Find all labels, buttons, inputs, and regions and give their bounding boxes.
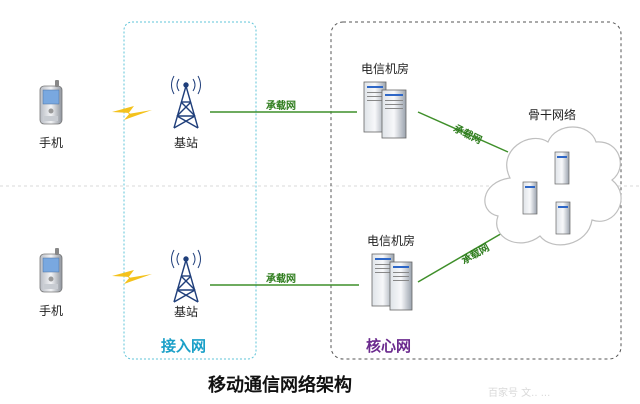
backbone-server-icon-2	[522, 181, 538, 215]
backbone-server-icon-1	[554, 151, 570, 185]
cloud-icon	[484, 126, 622, 246]
base-station-label-top: 基站	[174, 136, 199, 150]
diagram-title: 移动通信网络架构	[208, 375, 352, 396]
wireless-bolt-bottom	[112, 270, 152, 284]
watermark-text: 百家号 文.. ...	[488, 388, 551, 399]
access-network-title: 接入网	[161, 337, 207, 355]
link-room-backbone-top	[417, 111, 509, 153]
core-network-box	[330, 21, 622, 360]
backbone-network-label: 骨干网络	[528, 108, 577, 122]
link-room-backbone-bottom	[417, 231, 505, 283]
server-icon-bottom	[371, 253, 413, 311]
link-label-bs-room-top: 承载网	[266, 101, 296, 112]
wireless-bolt-top	[112, 106, 152, 120]
phone-label-top: 手机	[39, 136, 64, 150]
server-icon-top	[363, 81, 407, 139]
phone-label-bottom: 手机	[39, 304, 64, 318]
tower-icon-bottom	[171, 249, 201, 303]
access-network-box	[123, 21, 257, 360]
phone-icon-bottom	[39, 248, 63, 293]
tower-icon-top	[171, 75, 201, 129]
base-station-label-bottom: 基站	[174, 305, 199, 319]
backbone-server-icon-3	[555, 201, 571, 235]
core-network-title: 核心网	[366, 337, 412, 355]
phone-icon-top	[39, 80, 63, 125]
telecom-room-label-top: 电信机房	[361, 62, 410, 76]
link-label-bs-room-bottom: 承载网	[266, 274, 296, 285]
telecom-room-label-bottom: 电信机房	[367, 234, 416, 248]
